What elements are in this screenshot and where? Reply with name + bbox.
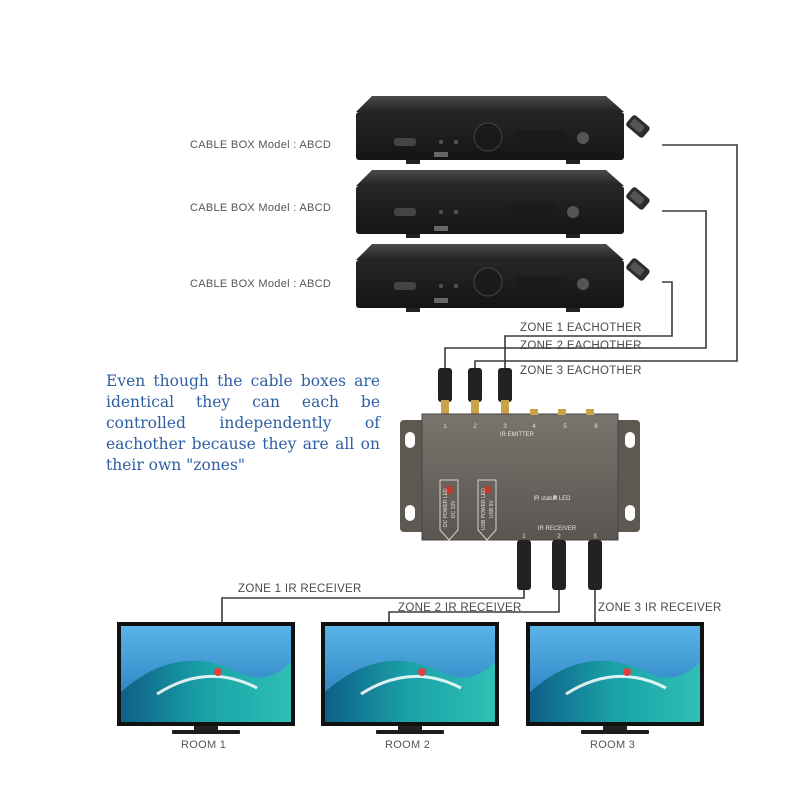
- receiver-port-1: 1: [522, 534, 526, 540]
- receiver-wire-zone-2: [388, 590, 560, 625]
- usb-power-label: USB POWER LED: [481, 488, 487, 530]
- emitter-port-5: 5: [563, 424, 567, 430]
- ir-emitter-1: [626, 115, 650, 138]
- cable-box-1: [356, 96, 624, 164]
- usb-voltage-label: USB 5V: [489, 500, 495, 518]
- dc-power-label: DC POWER LED: [443, 488, 449, 527]
- tv-room-3: [526, 622, 704, 734]
- receiver-wire-zone-1: [221, 590, 525, 625]
- zone-3-emitter-label: ZONE 3 EACHOTHER: [520, 365, 642, 377]
- cable-box-label-1: CABLE BOX Model : ABCD: [190, 139, 332, 151]
- room-3-label: ROOM 3: [590, 739, 636, 751]
- emitter-wire-zone-2: [444, 210, 707, 378]
- zone-1-receiver-label: ZONE 1 IR RECEIVER: [238, 583, 362, 595]
- tv-room-2: [321, 622, 499, 734]
- emitter-wire-zone-1: [474, 144, 738, 378]
- emitter-port-1: 1: [443, 424, 447, 430]
- cable-box-3: [356, 244, 624, 312]
- room-2-label: ROOM 2: [385, 739, 431, 751]
- emitter-port-2: 2: [473, 424, 477, 430]
- emitter-port-3: 3: [503, 424, 507, 430]
- room-1-label: ROOM 1: [181, 739, 227, 751]
- cable-box-2: [356, 170, 624, 238]
- receiver-plugs: [517, 540, 602, 590]
- receiver-wires: [221, 590, 596, 625]
- zone-2-receiver-label: ZONE 2 IR RECEIVER: [398, 602, 522, 614]
- ir-repeater-hub: [400, 409, 640, 541]
- emitter-plugs: [438, 368, 512, 414]
- cable-box-label-2: CABLE BOX Model : ABCD: [190, 202, 332, 214]
- receiver-port-2: 2: [557, 534, 561, 540]
- ir-emitter-2: [626, 187, 650, 210]
- emitter-wire-zone-3: [504, 281, 673, 378]
- ir-emitter-3: [626, 258, 650, 281]
- tv-room-1: [117, 622, 295, 734]
- cable-box-label-3: CABLE BOX Model : ABCD: [190, 278, 332, 290]
- dc-voltage-label: DC 12V: [451, 500, 457, 518]
- emitter-port-4: 4: [532, 424, 536, 430]
- description-text: Even though the cable boxes are identica…: [106, 372, 380, 474]
- receiver-port-3: 3: [593, 534, 597, 540]
- zone-1-emitter-label: ZONE 1 EACHOTHER: [520, 322, 642, 334]
- receiver-header: IR RECEIVER: [538, 526, 577, 532]
- zone-3-receiver-label: ZONE 3 IR RECEIVER: [598, 602, 722, 614]
- zone-2-emitter-label: ZONE 2 EACHOTHER: [520, 340, 642, 352]
- status-led-label: IR status LED: [533, 496, 571, 502]
- emitter-wires: [444, 144, 738, 378]
- emitter-header: IR EMITTER: [500, 432, 535, 438]
- emitter-port-6: 6: [594, 424, 598, 430]
